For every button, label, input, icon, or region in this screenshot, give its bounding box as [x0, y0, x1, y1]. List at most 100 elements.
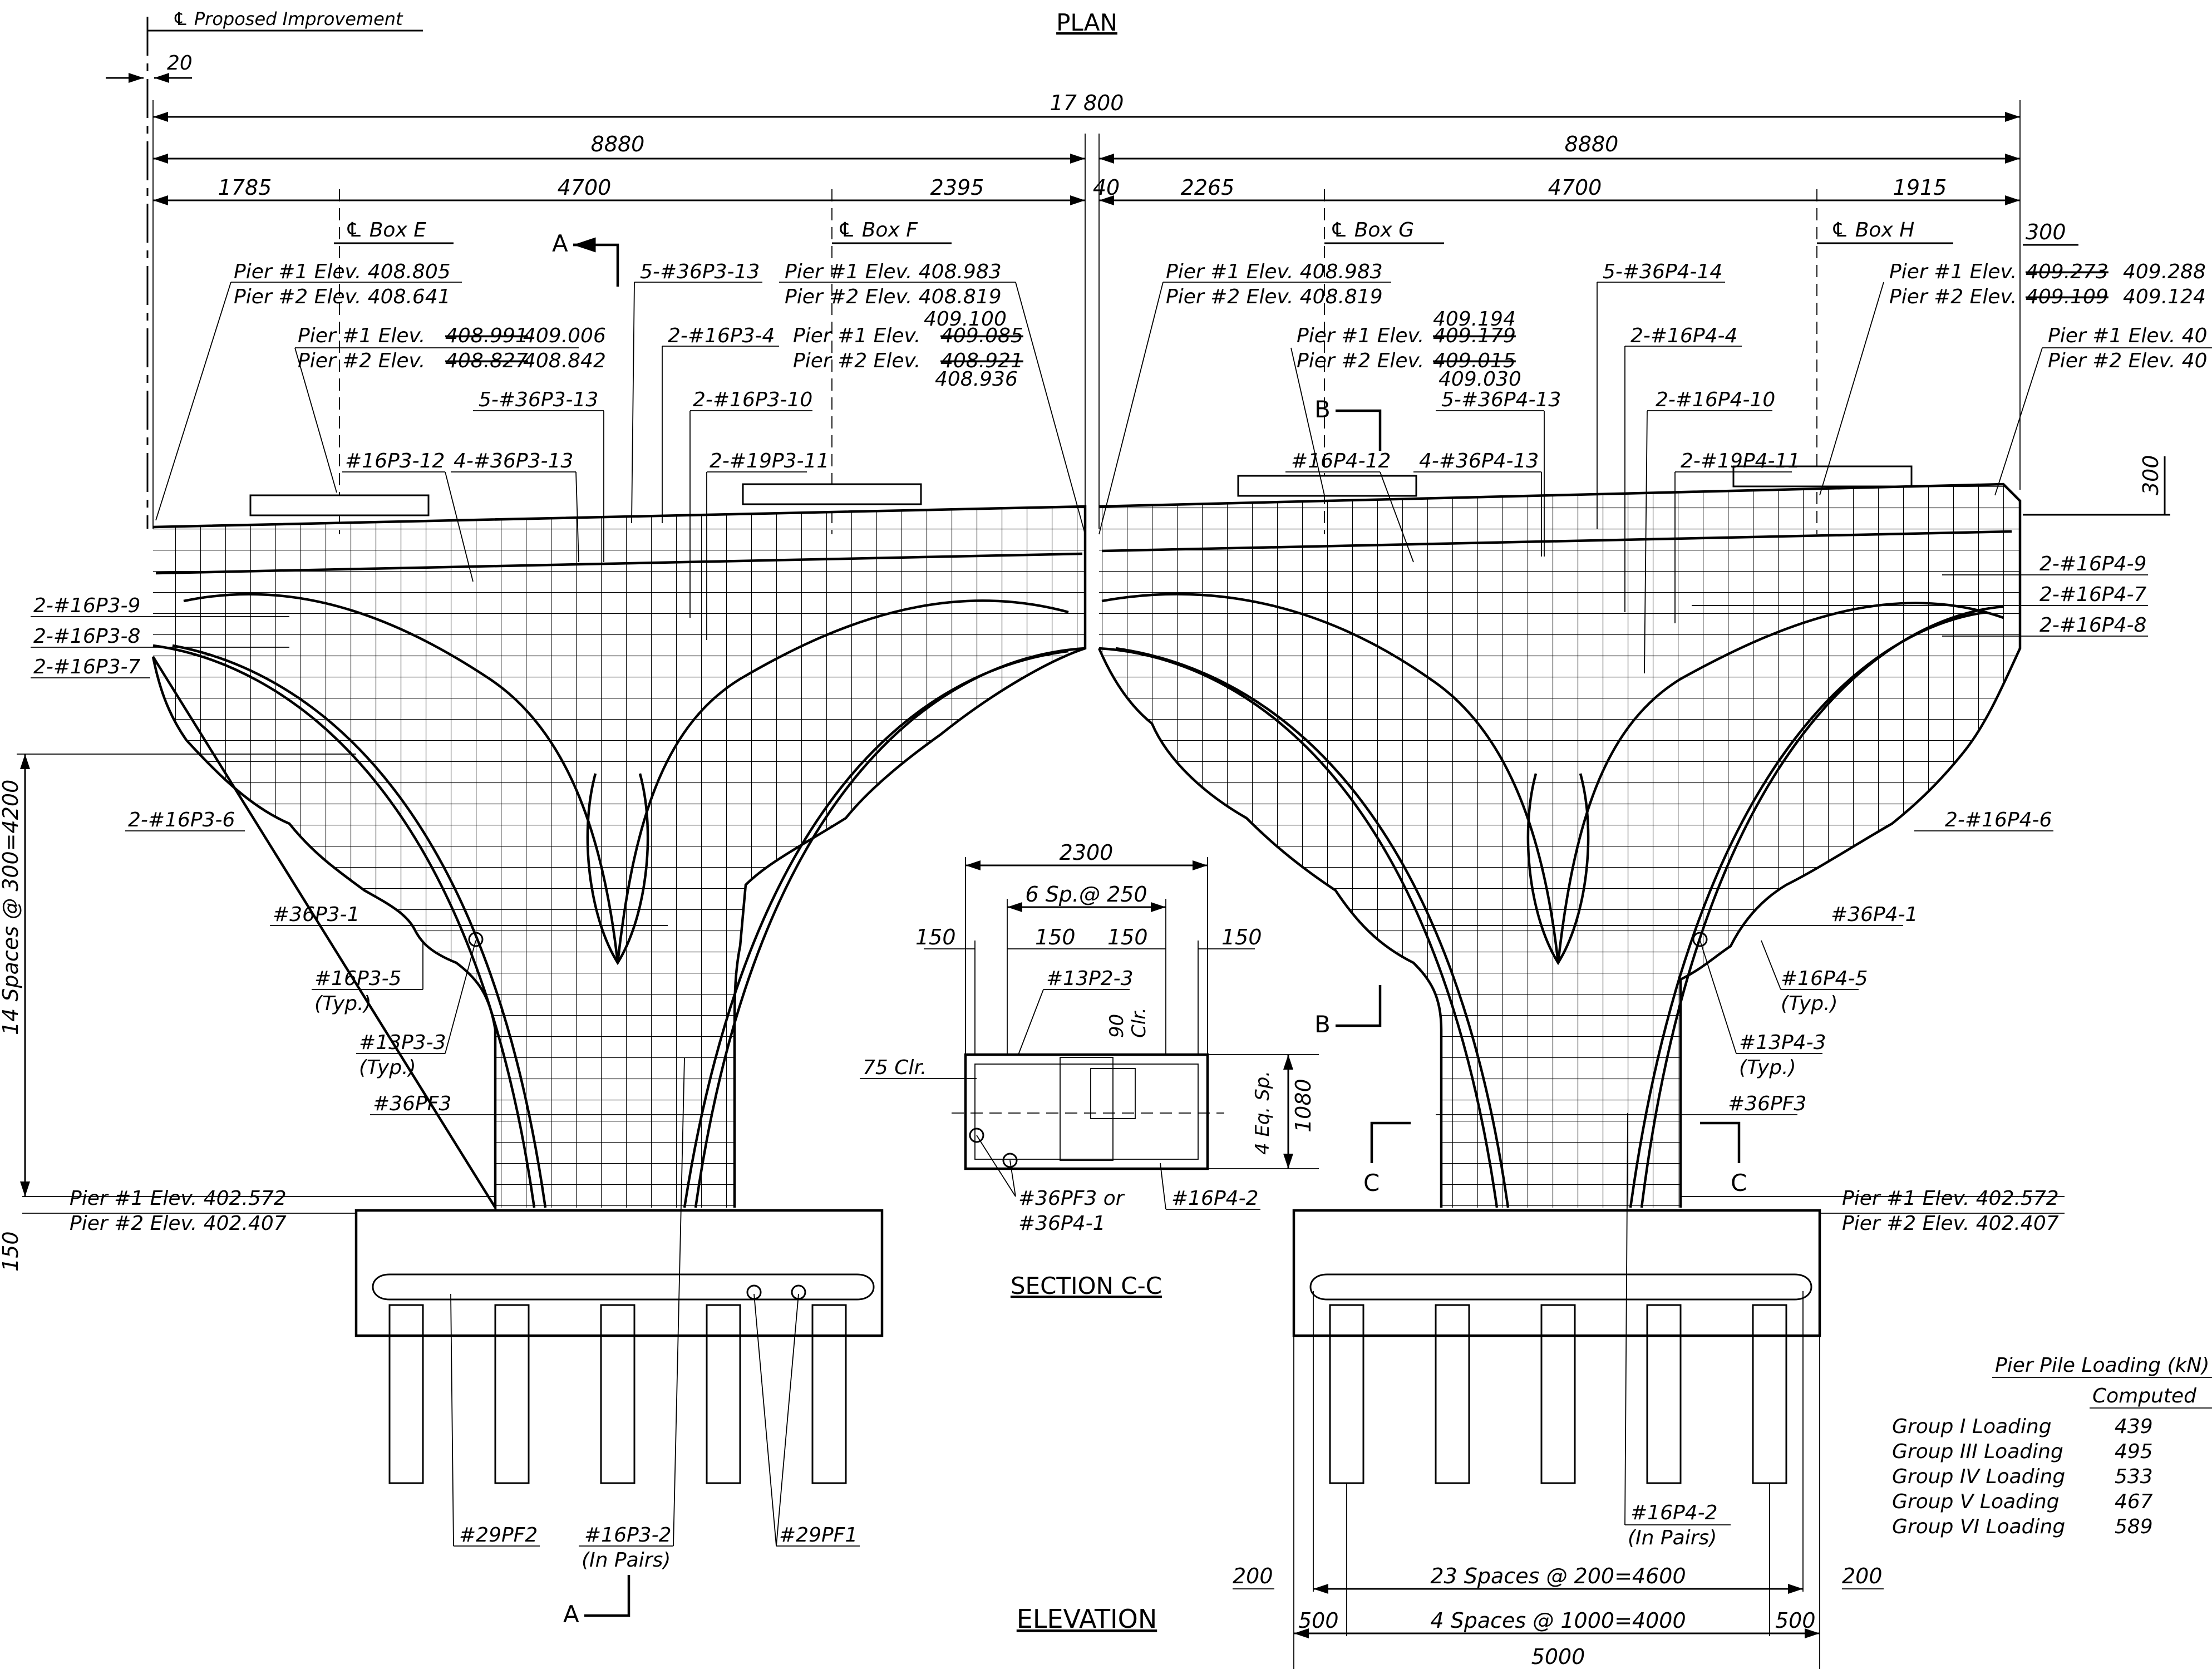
callout-16p4-12: #16P4-12 — [1291, 450, 1391, 472]
callout-2-16p4-10: 2-#16P4-10 — [1656, 388, 1775, 411]
dim-300-side: 300 — [2139, 455, 2163, 495]
dim-half-left: 8880 — [591, 132, 645, 156]
table-row-name: Group VI Loading — [1892, 1515, 2065, 1538]
callout-5-36p3-13-a: 5-#36P3-13 — [640, 260, 760, 283]
table-row-name: Group I Loading — [1892, 1415, 2052, 1438]
callout-pier1-408805: Pier #1 Elev. 408.805 — [234, 260, 451, 283]
footing-left — [354, 1209, 884, 1484]
callout-typ-3: (Typ.) — [1781, 992, 1838, 1015]
callout-2-16p4-4: 2-#16P4-4 — [1630, 324, 1737, 347]
cut-b-top: B — [1314, 396, 1331, 423]
callout-2-16p3-6: 2-#16P3-6 — [128, 809, 235, 831]
dim-2265: 2265 — [1181, 175, 1235, 200]
box-h-label: ℄ Box H — [1831, 219, 1914, 242]
pier-left — [151, 505, 1087, 1212]
value-409109-struck: 409.109 — [2026, 285, 2108, 308]
callout-5-36p3-13-b: 5-#36P3-13 — [479, 388, 598, 411]
table-row-value: 467 — [2115, 1490, 2153, 1513]
value-408842: 408.842 — [523, 349, 606, 372]
box-g-label: ℄ Box G — [1330, 219, 1414, 242]
pier-right — [1097, 483, 2022, 1208]
callout-36p3-1: #36P3-1 — [273, 903, 359, 926]
section-dim-150-b: 150 — [1035, 925, 1076, 949]
dim-5000: 5000 — [1531, 1645, 1585, 1669]
callout-in-pairs-1: (In Pairs) — [582, 1549, 671, 1572]
section-dim-150-d: 150 — [1221, 925, 1262, 949]
value-408936: 408.936 — [935, 368, 1018, 391]
box-centerlines: ℄ Box E ℄ Box F ℄ Box G ℄ Box H — [249, 189, 1953, 534]
dim-23-spaces: 23 Spaces @ 200=4600 — [1430, 1564, 1686, 1588]
callout-2-16p3-9: 2-#16P3-9 — [33, 594, 140, 617]
value-409030: 409.030 — [1438, 368, 1521, 391]
dim-500-left: 500 — [1298, 1608, 1339, 1633]
section-36p4-1: #36P4-1 — [1018, 1212, 1105, 1235]
callout-pier2-402407-right: Pier #2 Elev. 402.407 — [1842, 1212, 2059, 1235]
dim-150-vertical: 150 — [0, 1231, 23, 1272]
callout-pier2-409015: Pier #2 Elev. — [1297, 349, 1424, 372]
callout-pier1-409179: Pier #1 Elev. — [1297, 324, 1424, 347]
dim-300-top: 300 — [2026, 220, 2066, 244]
section-13p2-3: #13P2-3 — [1046, 967, 1133, 990]
plan-callouts: Pier #1 Elev. 408.805 Pier #2 Elev. 408.… — [22, 260, 2212, 1572]
value-409288: 409.288 — [2123, 260, 2206, 283]
callout-pier1-408983-a: Pier #1 Elev. 408.983 — [785, 260, 1002, 283]
callout-pier1-408983-b: Pier #1 Elev. 408.983 — [1166, 260, 1383, 283]
dim-500-right: 500 — [1775, 1608, 1816, 1633]
dim-4-spaces: 4 Spaces @ 1000=4000 — [1430, 1608, 1686, 1633]
section-75-clr: 75 Clr. — [863, 1056, 927, 1079]
callout-pier2-408819-b: Pier #2 Elev. 408.819 — [1166, 285, 1383, 308]
callout-16p4-5: #16P4-5 — [1781, 967, 1868, 990]
cut-c-left: C — [1363, 1169, 1380, 1197]
dim-1785: 1785 — [218, 175, 272, 200]
callout-pier2-408827: Pier #2 Elev. — [298, 349, 425, 372]
callout-pier1-408991: Pier #1 Elev. — [298, 324, 425, 347]
callout-2-19p4-11: 2-#19P4-11 — [1681, 450, 1800, 472]
value-409100: 409.100 — [924, 308, 1007, 331]
callout-13p4-3: #13P4-3 — [1739, 1031, 1826, 1054]
dim-total: 17 800 — [1050, 91, 1124, 115]
cut-c-right: C — [1731, 1169, 1747, 1197]
callout-16p3-5: #16P3-5 — [314, 967, 401, 990]
callout-pier2-409109: Pier #2 Elev. — [1889, 285, 2017, 308]
section-dim-6sp: 6 Sp.@ 250 — [1025, 882, 1147, 907]
box-e-label: ℄ Box E — [345, 219, 426, 242]
value-408827-struck: 408.827 — [445, 349, 528, 372]
callout-4-36p4-13: 4-#36P4-13 — [1419, 450, 1539, 472]
section-dim-2300: 2300 — [1060, 840, 1114, 865]
callout-2-19p3-11: 2-#19P3-11 — [710, 450, 829, 472]
value-409006: 409.006 — [523, 324, 606, 347]
box-f-label: ℄ Box F — [837, 219, 918, 242]
table-row-name: Group V Loading — [1892, 1490, 2060, 1513]
callout-pier1-402572-left: Pier #1 Elev. 402.572 — [70, 1187, 287, 1210]
callout-2-16p3-7: 2-#16P3-7 — [33, 656, 140, 678]
section-16p4-2: #16P4-2 — [1171, 1187, 1258, 1210]
dim-200-left: 200 — [1233, 1564, 1273, 1588]
callout-13p3-3: #13P3-3 — [359, 1031, 446, 1054]
callout-2-16p3-4: 2-#16P3-4 — [668, 324, 775, 347]
dim-2395: 2395 — [930, 175, 984, 200]
proposed-improvement-label: ℄ Proposed Improvement — [173, 8, 403, 29]
callout-2-16p4-9: 2-#16P4-9 — [2039, 553, 2146, 575]
table-row-value: 589 — [2115, 1515, 2153, 1538]
table-row-value: 533 — [2115, 1465, 2153, 1488]
cut-b-mid: B — [1314, 1011, 1331, 1038]
callout-pier1-402572-right: Pier #1 Elev. 402.572 — [1842, 1187, 2059, 1210]
section-36pf3: #36PF3 or — [1018, 1187, 1125, 1210]
callout-2-16p4-7: 2-#16P4-7 — [2039, 583, 2146, 606]
value-409179-struck: 409.179 — [1433, 324, 1516, 347]
callout-pier2-edge: Pier #2 Elev. 40 — [2048, 349, 2208, 372]
callout-2-16p4-8: 2-#16P4-8 — [2039, 614, 2146, 637]
callout-4-36p3-13: 4-#36P3-13 — [454, 450, 573, 472]
table-col-computed: Computed — [2092, 1385, 2197, 1407]
callout-29pf1: #29PF1 — [779, 1524, 858, 1547]
dim-14-spaces: 14 Spaces @ 300=4200 — [0, 780, 23, 1035]
callout-pier1-409085: Pier #1 Elev. — [793, 324, 920, 347]
callout-29pf2: #29PF2 — [459, 1524, 538, 1547]
pile-loading-table: Pier Pile Loading (kN) Computed Group I … — [1892, 1354, 2212, 1538]
callout-pier2-408819-a: Pier #2 Elev. 408.819 — [785, 285, 1002, 308]
plan-dimensions: 20 17 800 8880 8880 1785 4700 2395 40 22… — [106, 52, 2170, 529]
dim-20: 20 — [167, 52, 193, 75]
section-4-eq-sp: 4 Eq. Sp. — [1252, 1071, 1274, 1155]
footing-dims: 23 Spaces @ 200=4600 200 200 500 4 Space… — [1233, 1291, 1884, 1669]
